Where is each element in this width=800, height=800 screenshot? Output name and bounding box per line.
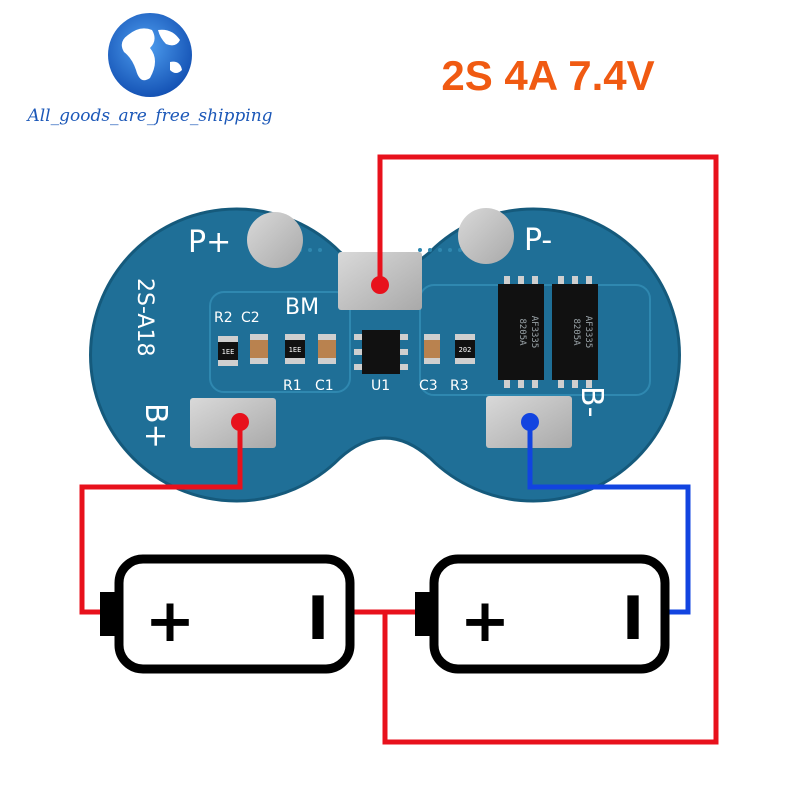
label-r3: R3 (450, 378, 469, 394)
r3-code: 202 (459, 346, 472, 354)
label-r1: R1 (283, 378, 302, 394)
mosfet-2-line-1: 8205A (571, 318, 581, 346)
label-p-plus: P+ (188, 225, 231, 260)
capacitor-c3 (424, 334, 440, 364)
p-minus-pad (458, 208, 514, 264)
page-title: 2S 4A 7.4V (441, 52, 654, 99)
battery-1: + I (100, 554, 355, 674)
label-c1: C1 (315, 378, 334, 394)
resistor-r3: 202 (455, 334, 475, 364)
mosfet-1-line-2: AF3335 (529, 316, 539, 349)
mosfet-1-line-1: 8205A (517, 318, 527, 346)
label-bm: BM (285, 295, 319, 320)
r2-code: 1EE (222, 348, 235, 356)
wire-b-minus (527, 422, 691, 615)
battery-1-positive-symbol: + (145, 586, 195, 656)
resistor-r2: 1EE (218, 336, 238, 366)
capacitor-c1 (318, 334, 336, 364)
resistor-r1: 1EE (285, 334, 305, 364)
globe-icon (108, 13, 192, 97)
wire-b-plus (79, 422, 243, 615)
capacitor-c2 (250, 334, 268, 364)
label-r2: R2 (214, 310, 233, 326)
b-minus-wire-dot (521, 413, 539, 431)
battery-1-negative-symbol: I (307, 584, 329, 654)
battery-2-negative-symbol: I (622, 584, 644, 654)
label-u1: U1 (371, 378, 390, 394)
p-plus-pad (247, 212, 303, 268)
bm-wire-dot (371, 276, 389, 294)
mosfet-chip-2: 8205A AF3335 (552, 276, 598, 388)
wires (79, 154, 719, 745)
mosfet-2-line-2: AF3335 (583, 316, 593, 349)
label-b-minus: B- (574, 386, 609, 417)
battery-2: + I (415, 554, 670, 674)
logo-caption: All_goods_are_free_shipping (25, 106, 272, 126)
label-c3: C3 (419, 378, 438, 394)
ic-u1 (354, 330, 408, 374)
label-c2: C2 (241, 310, 260, 326)
mosfet-chip-1: 8205A AF3335 (498, 276, 544, 388)
protection-board: P+ P- BM B+ B- 2S-A18 R2 C2 R1 C1 U1 C3 … (89, 207, 681, 503)
label-model: 2S-A18 (132, 278, 157, 356)
b-plus-wire-dot (231, 413, 249, 431)
r1-code: 1EE (289, 346, 302, 354)
battery-2-positive-symbol: + (460, 586, 510, 656)
logo: All_goods_are_free_shipping (25, 13, 273, 126)
label-b-plus: B+ (138, 403, 173, 449)
label-p-minus: P- (524, 223, 552, 258)
